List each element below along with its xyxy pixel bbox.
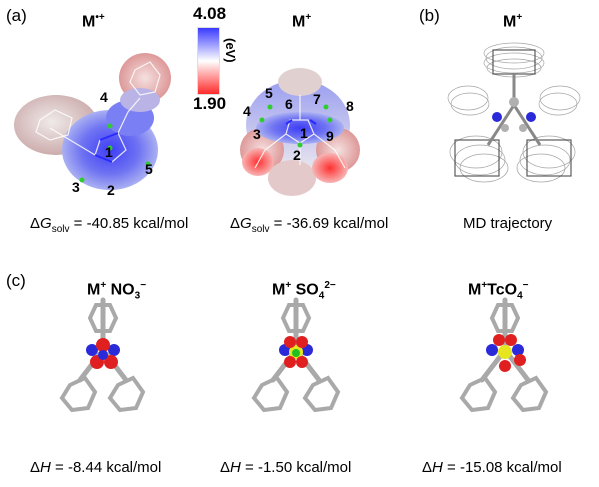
- site-label-r5: 5: [265, 85, 273, 101]
- site-label-5: 5: [145, 161, 153, 177]
- caption-dg-solv-radical: ΔGsolv = -40.85 kcal/mol: [30, 215, 189, 235]
- colorbar-max-label: 4.08: [193, 4, 227, 23]
- caption-md-trajectory: MD trajectory: [463, 215, 553, 232]
- colorbar-min-label: 1.90: [193, 94, 227, 113]
- site-label-r1: 1: [300, 125, 308, 141]
- title-m-radical-cation: M•+: [82, 12, 105, 31]
- title-m-cation-a: M+: [292, 12, 312, 31]
- site-label-r9: 9: [326, 128, 334, 144]
- caption-dg-solv-cation: ΔGsolv = -36.69 kcal/mol: [230, 215, 389, 235]
- site-label-3: 3: [72, 179, 80, 195]
- site-label-r8: 8: [346, 98, 354, 114]
- site-label-2: 2: [107, 182, 115, 198]
- site-label-r7: 7: [313, 91, 321, 107]
- site-label-r2: 2: [293, 147, 301, 163]
- site-label-r3: 3: [253, 126, 261, 142]
- title-m-cation-b: M+: [503, 12, 523, 31]
- caption-dh-tco4: ΔH = -15.08 kcal/mol: [422, 459, 562, 476]
- title-m-so4: M+ SO42−: [272, 280, 336, 302]
- site-label-r6: 6: [285, 96, 293, 112]
- site-label-4: 4: [100, 89, 108, 105]
- panel-label-b: (b): [419, 6, 440, 25]
- site-label-1: 1: [105, 144, 113, 160]
- title-m-no3: M+ NO3−: [87, 280, 147, 302]
- caption-dh-so4: ΔH = -1.50 kcal/mol: [220, 459, 352, 476]
- colorbar: [197, 27, 220, 95]
- title-m-tco4: M+TcO4−: [468, 280, 529, 302]
- panel-label-c: (c): [6, 271, 26, 290]
- site-label-r4: 4: [243, 103, 251, 119]
- caption-dh-no3: ΔH = -8.44 kcal/mol: [30, 459, 162, 476]
- panel-label-a: (a): [6, 6, 27, 25]
